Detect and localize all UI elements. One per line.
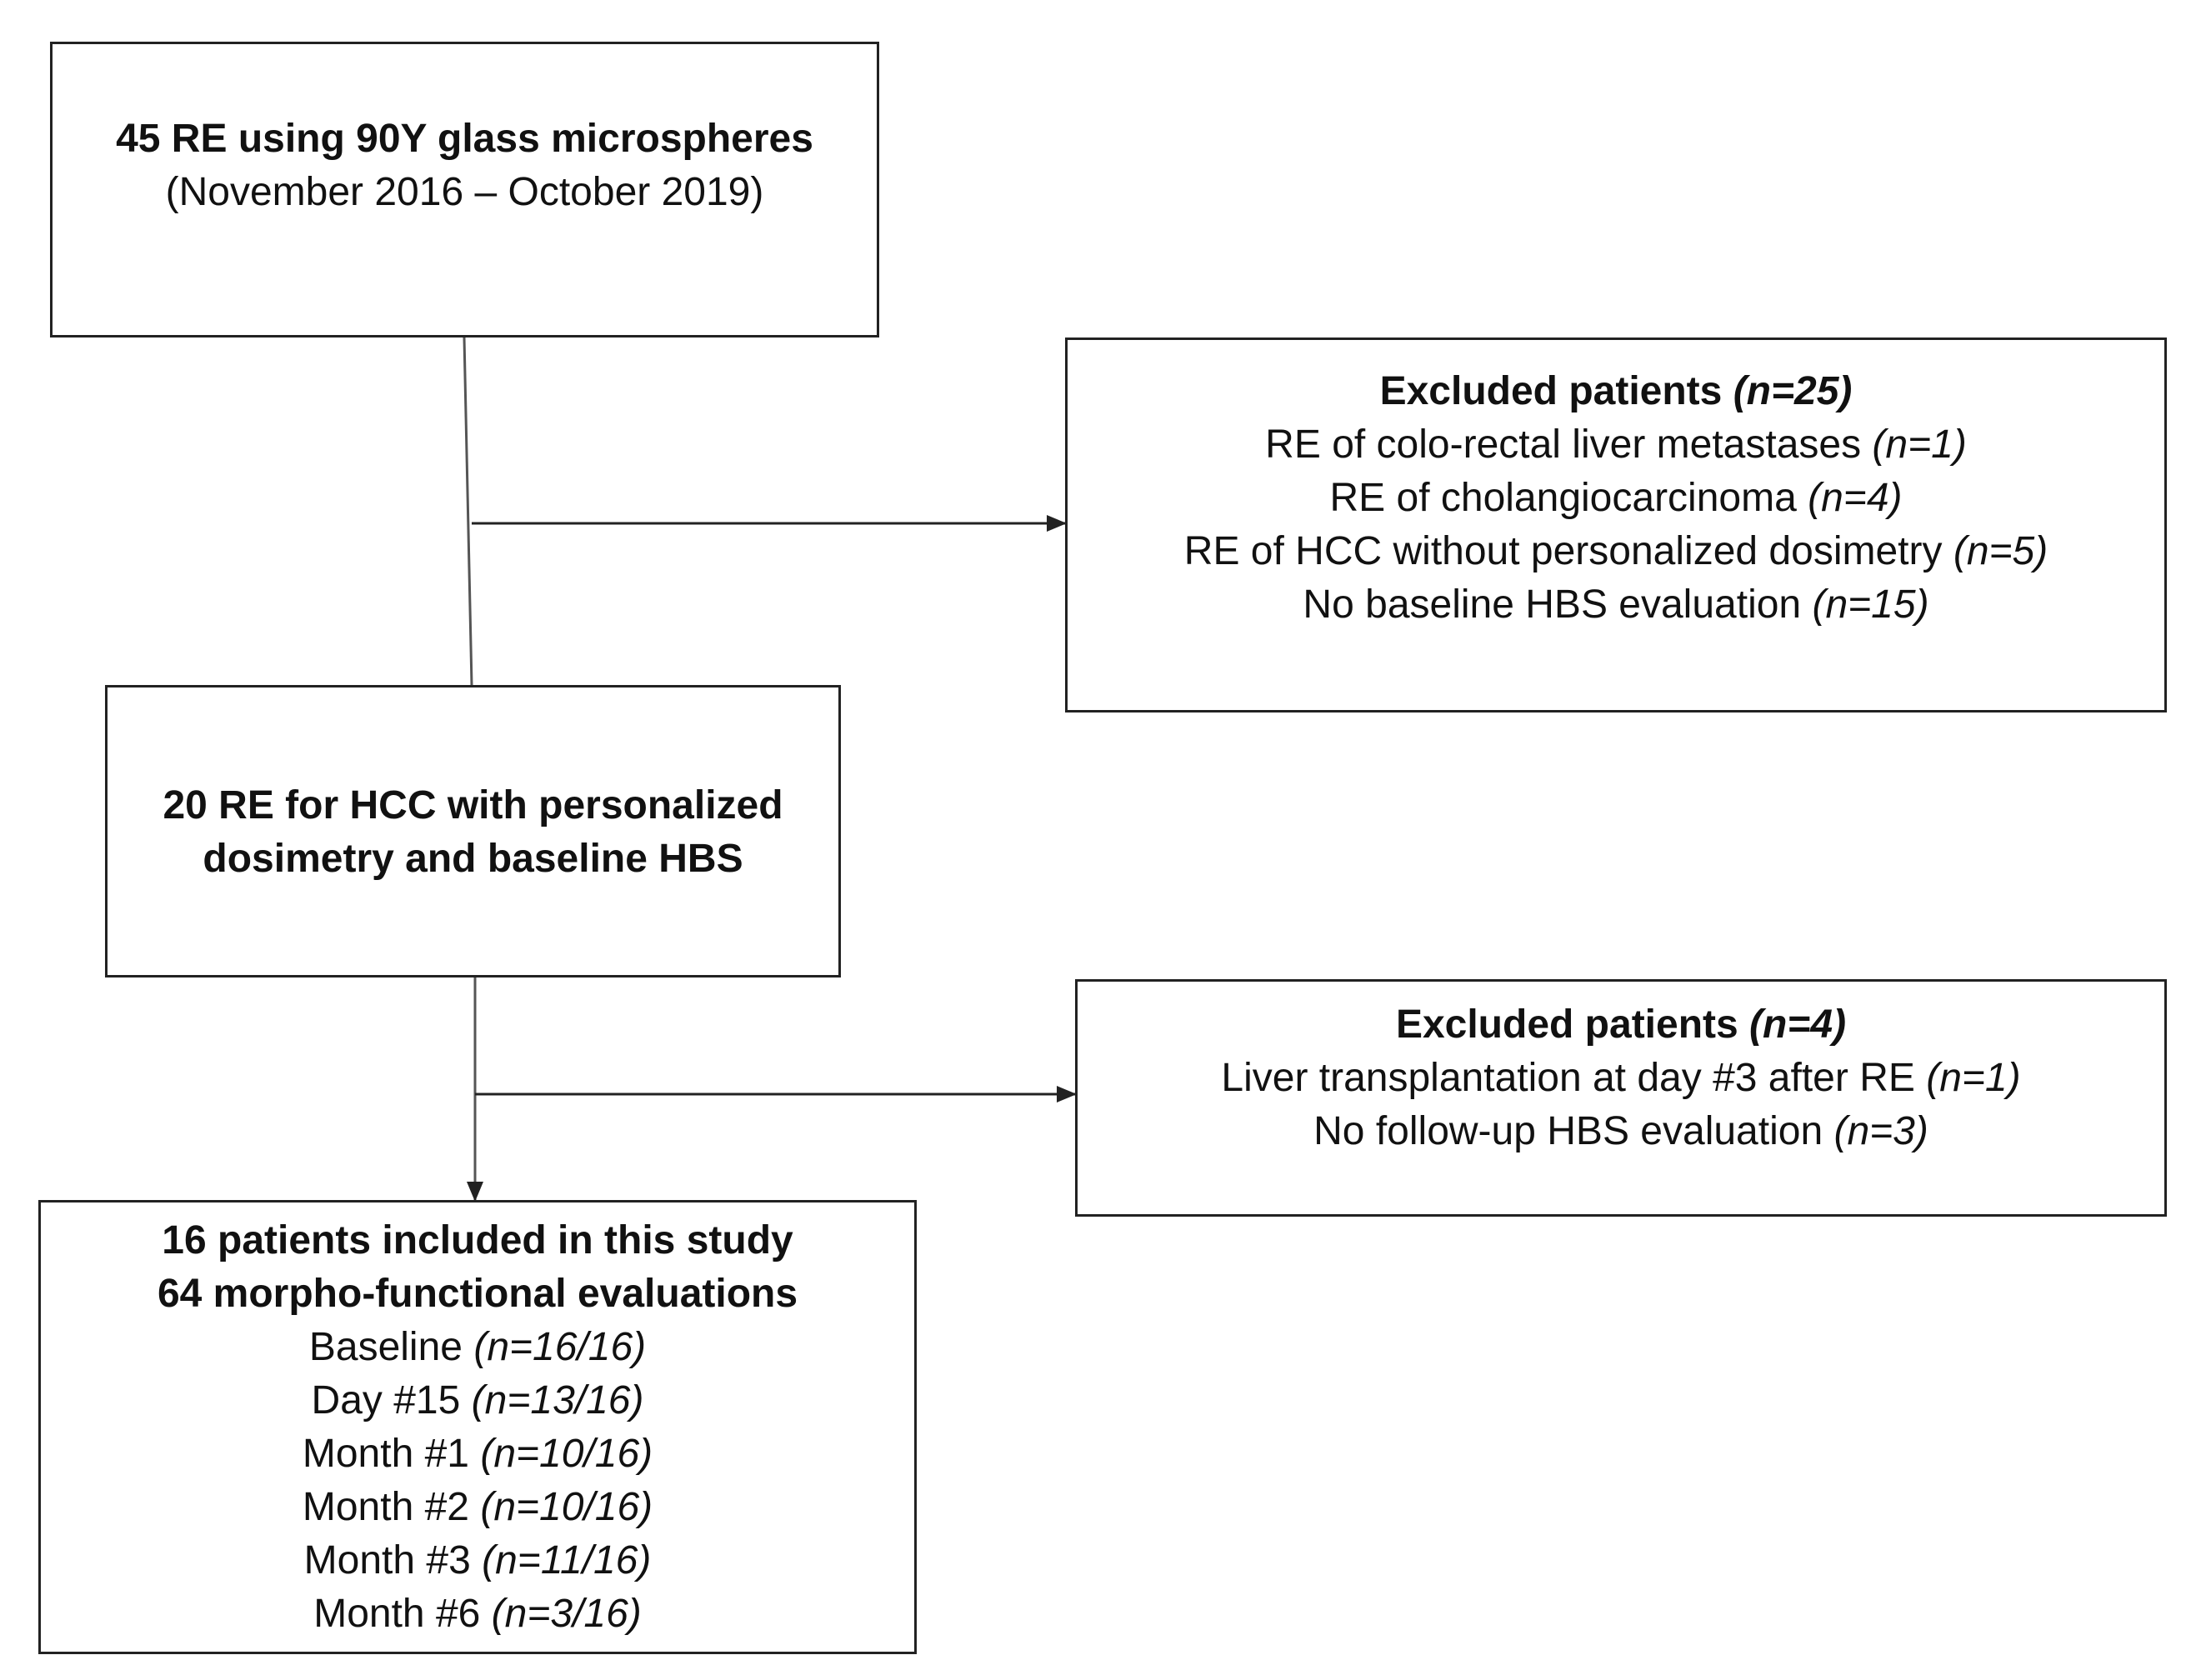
start-box-period: (November 2016 – October 2019)	[165, 170, 764, 214]
middle-box-line2: dosimetry and baseline HBS	[203, 837, 743, 881]
middle-box: 20 RE for HCC with personalized dosimetr…	[105, 685, 841, 978]
excluded-second-item: No follow-up HBS evaluation (n=3)	[1313, 1109, 1928, 1153]
final-box-item: Month #3 (n=11/16)	[303, 1538, 652, 1582]
excluded-second-item: Liver transplantation at day #3 after RE…	[1221, 1056, 2021, 1100]
excluded-first-item: No baseline HBS evaluation (n=15)	[1303, 582, 1929, 627]
connector-start-to-middle	[463, 337, 473, 686]
excluded-first-heading: Excluded patients (n=25)	[1379, 369, 1853, 413]
start-box-title: 45 RE using 90Y glass microspheres	[116, 117, 813, 161]
final-box-item: Baseline (n=16/16)	[308, 1325, 647, 1369]
excluded-first-heading-count: (n=25)	[1733, 369, 1853, 413]
final-box-item: Month #6 (n=3/16)	[313, 1592, 642, 1636]
start-box: 45 RE using 90Y glass microspheres (Nove…	[50, 42, 879, 338]
excluded-first-item: RE of colo-rectal liver metastases (n=1)	[1265, 422, 1967, 467]
final-box-item: Month #1 (n=10/16)	[302, 1432, 653, 1476]
excluded-first-item: RE of HCC without personalized dosimetry…	[1183, 529, 2048, 573]
final-box-line1: 16 patients included in this study	[162, 1218, 793, 1262]
final-box-item: Day #15 (n=13/16)	[311, 1378, 644, 1422]
excluded-second-heading-count: (n=4)	[1749, 1002, 1847, 1047]
final-box: 16 patients included in this study 64 mo…	[38, 1200, 917, 1654]
middle-box-line1: 20 RE for HCC with personalized	[163, 783, 783, 828]
excluded-box-second: Excluded patients (n=4) Liver transplant…	[1075, 979, 2167, 1217]
final-box-line2: 64 morpho-functional evaluations	[157, 1272, 798, 1316]
excluded-box-first: Excluded patients (n=25) RE of colo-rect…	[1065, 338, 2167, 712]
final-box-item: Month #2 (n=10/16)	[302, 1485, 653, 1529]
excluded-second-heading: Excluded patients (n=4)	[1395, 1002, 1847, 1047]
excluded-first-item: RE of cholangiocarcinoma (n=4)	[1329, 476, 1903, 520]
